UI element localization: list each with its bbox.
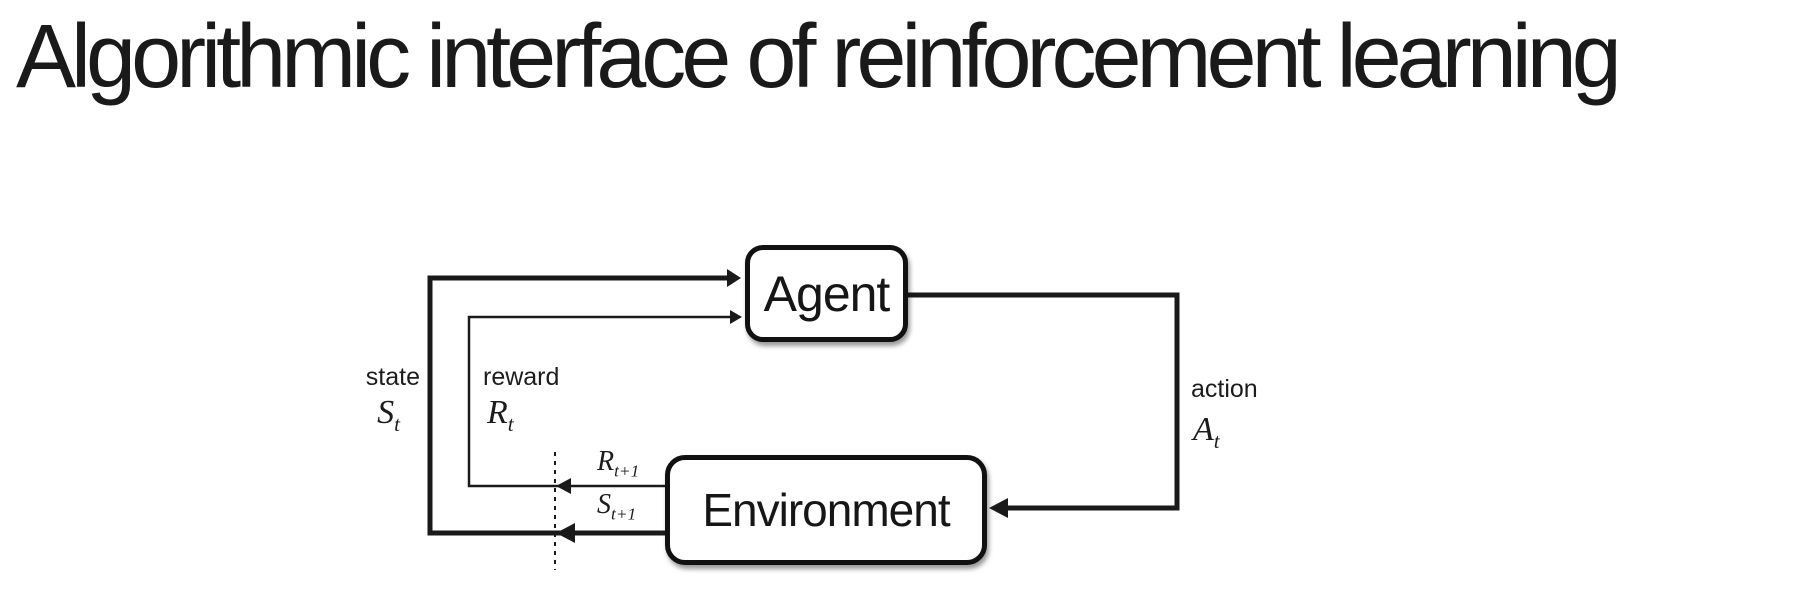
agent-node-label: Agent: [763, 265, 891, 322]
next-state-arrowhead: [556, 523, 575, 543]
state-symbol: St: [377, 394, 400, 436]
state-loop-line: [427, 275, 732, 536]
agent-node: Agent: [745, 245, 908, 342]
action-loop-line: [908, 292, 1180, 511]
reward-label: reward: [483, 363, 560, 391]
reward-into-agent-arrowhead: [730, 310, 742, 324]
next-reward-symbol: Rt+1: [597, 446, 640, 481]
environment-node-label: Environment: [702, 484, 950, 536]
state-into-agent-arrowhead: [727, 269, 741, 287]
reward-symbol: Rt: [487, 394, 514, 436]
action-symbol: At: [1193, 411, 1220, 453]
slide-title: Algorithmic interface of reinforcement l…: [16, 7, 1622, 107]
environment-node: Environment: [665, 455, 987, 565]
state-label: state: [365, 363, 420, 391]
next-state-symbol: St+1: [597, 489, 637, 524]
next-reward-arrowhead: [556, 478, 571, 494]
action-into-environment-arrowhead: [989, 498, 1008, 518]
action-label: action: [1191, 375, 1258, 403]
